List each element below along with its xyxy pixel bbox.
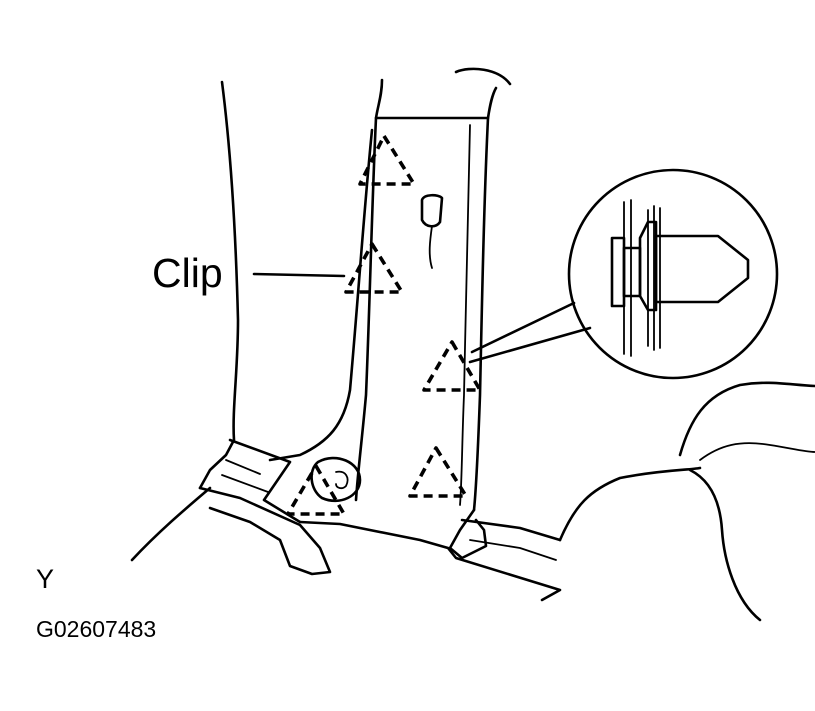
- floor-rail: [221, 459, 269, 493]
- plug-hole: [310, 456, 362, 503]
- clip-detail-magnifier-icon: [567, 168, 779, 380]
- seat-back-front-edge: [268, 128, 374, 462]
- detail-clip-stem: [654, 234, 750, 304]
- detail-leader-lines: [468, 301, 592, 364]
- rear-seat-outline: [558, 466, 702, 542]
- clip-leader-line: [252, 272, 346, 278]
- clip-callout-label: Clip: [152, 250, 223, 296]
- lower-trim-lip: [228, 438, 302, 524]
- figure-code: G02607483: [36, 616, 157, 642]
- pillar-top-curve: [374, 78, 498, 120]
- plug-inner: [335, 470, 349, 490]
- floor-panel: [198, 486, 332, 576]
- sill-inner: [469, 539, 557, 561]
- dashed-triangle-icon: [408, 446, 468, 498]
- seatbelt-anchor: [420, 193, 444, 228]
- detail-clip-flange: [638, 220, 658, 312]
- pillar-trim-right-edge: [472, 116, 490, 512]
- dashed-triangle-icon: [344, 242, 404, 294]
- rear-seat-upper: [678, 381, 815, 457]
- dashed-triangle-icon: [286, 464, 346, 516]
- rear-seat-side: [688, 468, 762, 622]
- rear-seat-seam: [699, 442, 815, 461]
- dashed-triangle-icon: [358, 134, 416, 186]
- floor-edge-left: [130, 486, 212, 562]
- seat-back-outline: [198, 80, 240, 490]
- scuff-plate: [298, 520, 562, 602]
- sill-line: [460, 518, 562, 542]
- dashed-triangle-icon: [422, 340, 482, 392]
- headliner-curve: [454, 67, 512, 86]
- view-label: Y: [36, 564, 55, 594]
- detail-clip-head: [610, 236, 626, 308]
- seatbelt-wire: [428, 225, 433, 269]
- pillar-foot: [448, 508, 488, 560]
